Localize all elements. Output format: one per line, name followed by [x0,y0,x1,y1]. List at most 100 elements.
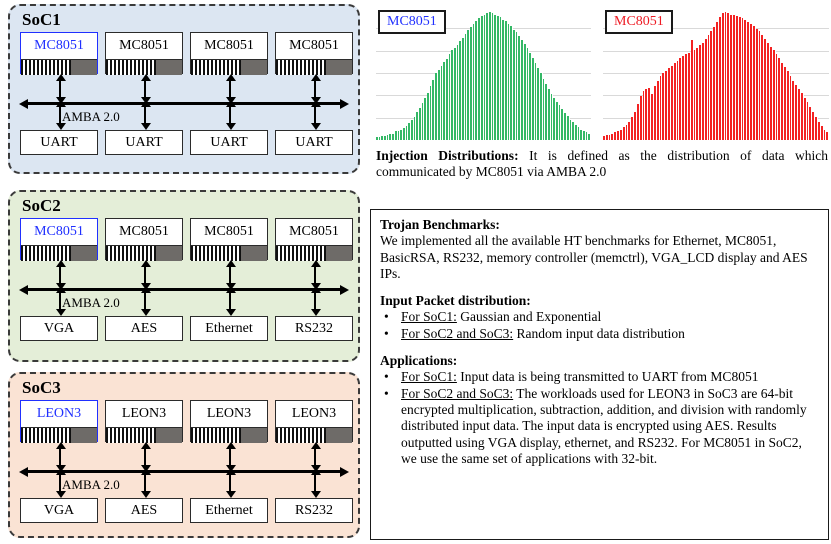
applications-heading: Applications: [380,353,458,369]
histogram-bar [815,116,818,140]
histogram-bar [619,129,623,140]
histogram-bar [713,27,717,140]
histogram-bar [741,18,745,140]
histogram-bar [634,111,637,140]
histogram-bar [636,104,640,140]
histogram-bar [764,38,768,140]
histogram-bar [529,52,532,140]
injection-caption-text: It is defined as the distribution of dat… [376,148,828,179]
bullet-label: For SoC2 and SoC3: [401,385,514,401]
histogram-bar [679,58,683,140]
histogram-bar [564,113,567,140]
histogram-bar [673,63,677,140]
bus-link-down-2 [141,100,151,130]
histogram-bar [402,128,406,140]
histogram-bar [400,129,403,140]
grey-region [71,60,97,75]
histogram-bar [611,133,615,140]
histogram-bar [505,20,508,140]
histogram-bar [437,69,441,140]
histogram-bar [394,131,398,140]
cpu-label: MC8051 [204,224,254,239]
stripe-pattern [276,428,327,443]
histogram-bar [826,132,829,140]
histogram-bar [386,134,390,140]
bus-link-down-4 [311,468,321,498]
applications-list: •For SoC1: Input data is being transmitt… [380,369,819,467]
cpu-logic-strip-icon [191,427,267,443]
peripheral-block-soc3-2: AES [105,498,183,523]
cpu-block-soc1-4: MC8051 [275,32,353,75]
histogram-bar [699,45,702,140]
histogram-bar [419,108,422,140]
bus-link-down-1 [56,286,66,316]
cpu-block-soc2-4: MC8051 [275,218,353,261]
histogram-bar [651,93,654,140]
soc-title-soc2: SoC2 [22,196,61,215]
peripheral-block-soc3-4: RS232 [275,498,353,523]
cpu-label: MC8051 [289,38,339,53]
cpu-block-soc3-4: LEON3 [275,400,353,443]
stripe-pattern [276,60,327,75]
histogram-bar [440,65,444,140]
bus-link-down-3 [226,100,236,130]
cpu-block-soc1-3: MC8051 [190,32,268,75]
histogram-bar [459,41,462,140]
histogram-bar [778,58,782,140]
grey-region [241,60,267,75]
bullet-label: For SoC1: [401,309,457,325]
histogram-bar [561,109,565,140]
histogram-bar [376,137,379,140]
histogram-bar [656,81,660,140]
histogram-bar [693,50,697,140]
histogram-bar [744,19,748,140]
bus-link-up-4 [311,442,321,472]
histogram-bar [642,91,646,140]
cpu-label: MC8051 [289,224,339,239]
trojan-benchmarks-heading: Trojan Benchmarks: [380,217,500,232]
peripheral-block-soc1-4: UART [275,130,353,155]
histogram-bar [534,63,538,140]
histogram-bar [710,31,714,140]
bus-link-down-1 [56,100,66,130]
histogram-bar [448,54,452,140]
histogram-bar [580,129,583,140]
histogram-bar [718,17,722,140]
bus-link-down-2 [141,286,151,316]
histogram-bar [453,47,457,140]
histogram-bar [687,52,691,140]
cpu-label: LEON3 [206,406,252,421]
stripe-pattern [191,60,242,75]
bullet-text: Gaussian and Exponential [456,309,602,325]
histogram-bar [416,111,419,140]
trojan-benchmarks-body: We implemented all the available HT benc… [380,233,808,281]
histogram-bar [733,14,736,140]
histogram-bar [798,88,801,140]
application-item-1: •For SoC1: Input data is being transmitt… [380,369,819,385]
histogram-bar [755,28,759,140]
histogram-bar [789,76,793,140]
input-packet-item-1: •For SoC1: Gaussian and Exponential [380,309,819,325]
histogram-bar [491,13,495,140]
histogram-bar [569,119,573,140]
histogram-bar [792,81,796,140]
histogram-bar [690,40,694,140]
bus-link-down-3 [226,468,236,498]
bus-link-up-2 [141,260,151,290]
histogram-bar [823,129,827,140]
grey-region [156,60,182,75]
histogram-bar [608,134,612,140]
histogram-bar [545,83,548,140]
bullet-text: Input data is being transmitted to UART … [456,369,759,385]
bus-link-up-2 [141,442,151,472]
histogram-bar [775,54,779,140]
bullet-icon: • [384,369,389,385]
bus-link-up-2 [141,74,151,104]
bus-link-up-3 [226,74,236,104]
histogram-bar [470,27,473,140]
bus-link-down-4 [311,100,321,130]
histogram-bar [817,122,821,140]
chart-label-red: MC8051 [605,10,673,34]
amba-bus-label: AMBA 2.0 [62,295,120,310]
